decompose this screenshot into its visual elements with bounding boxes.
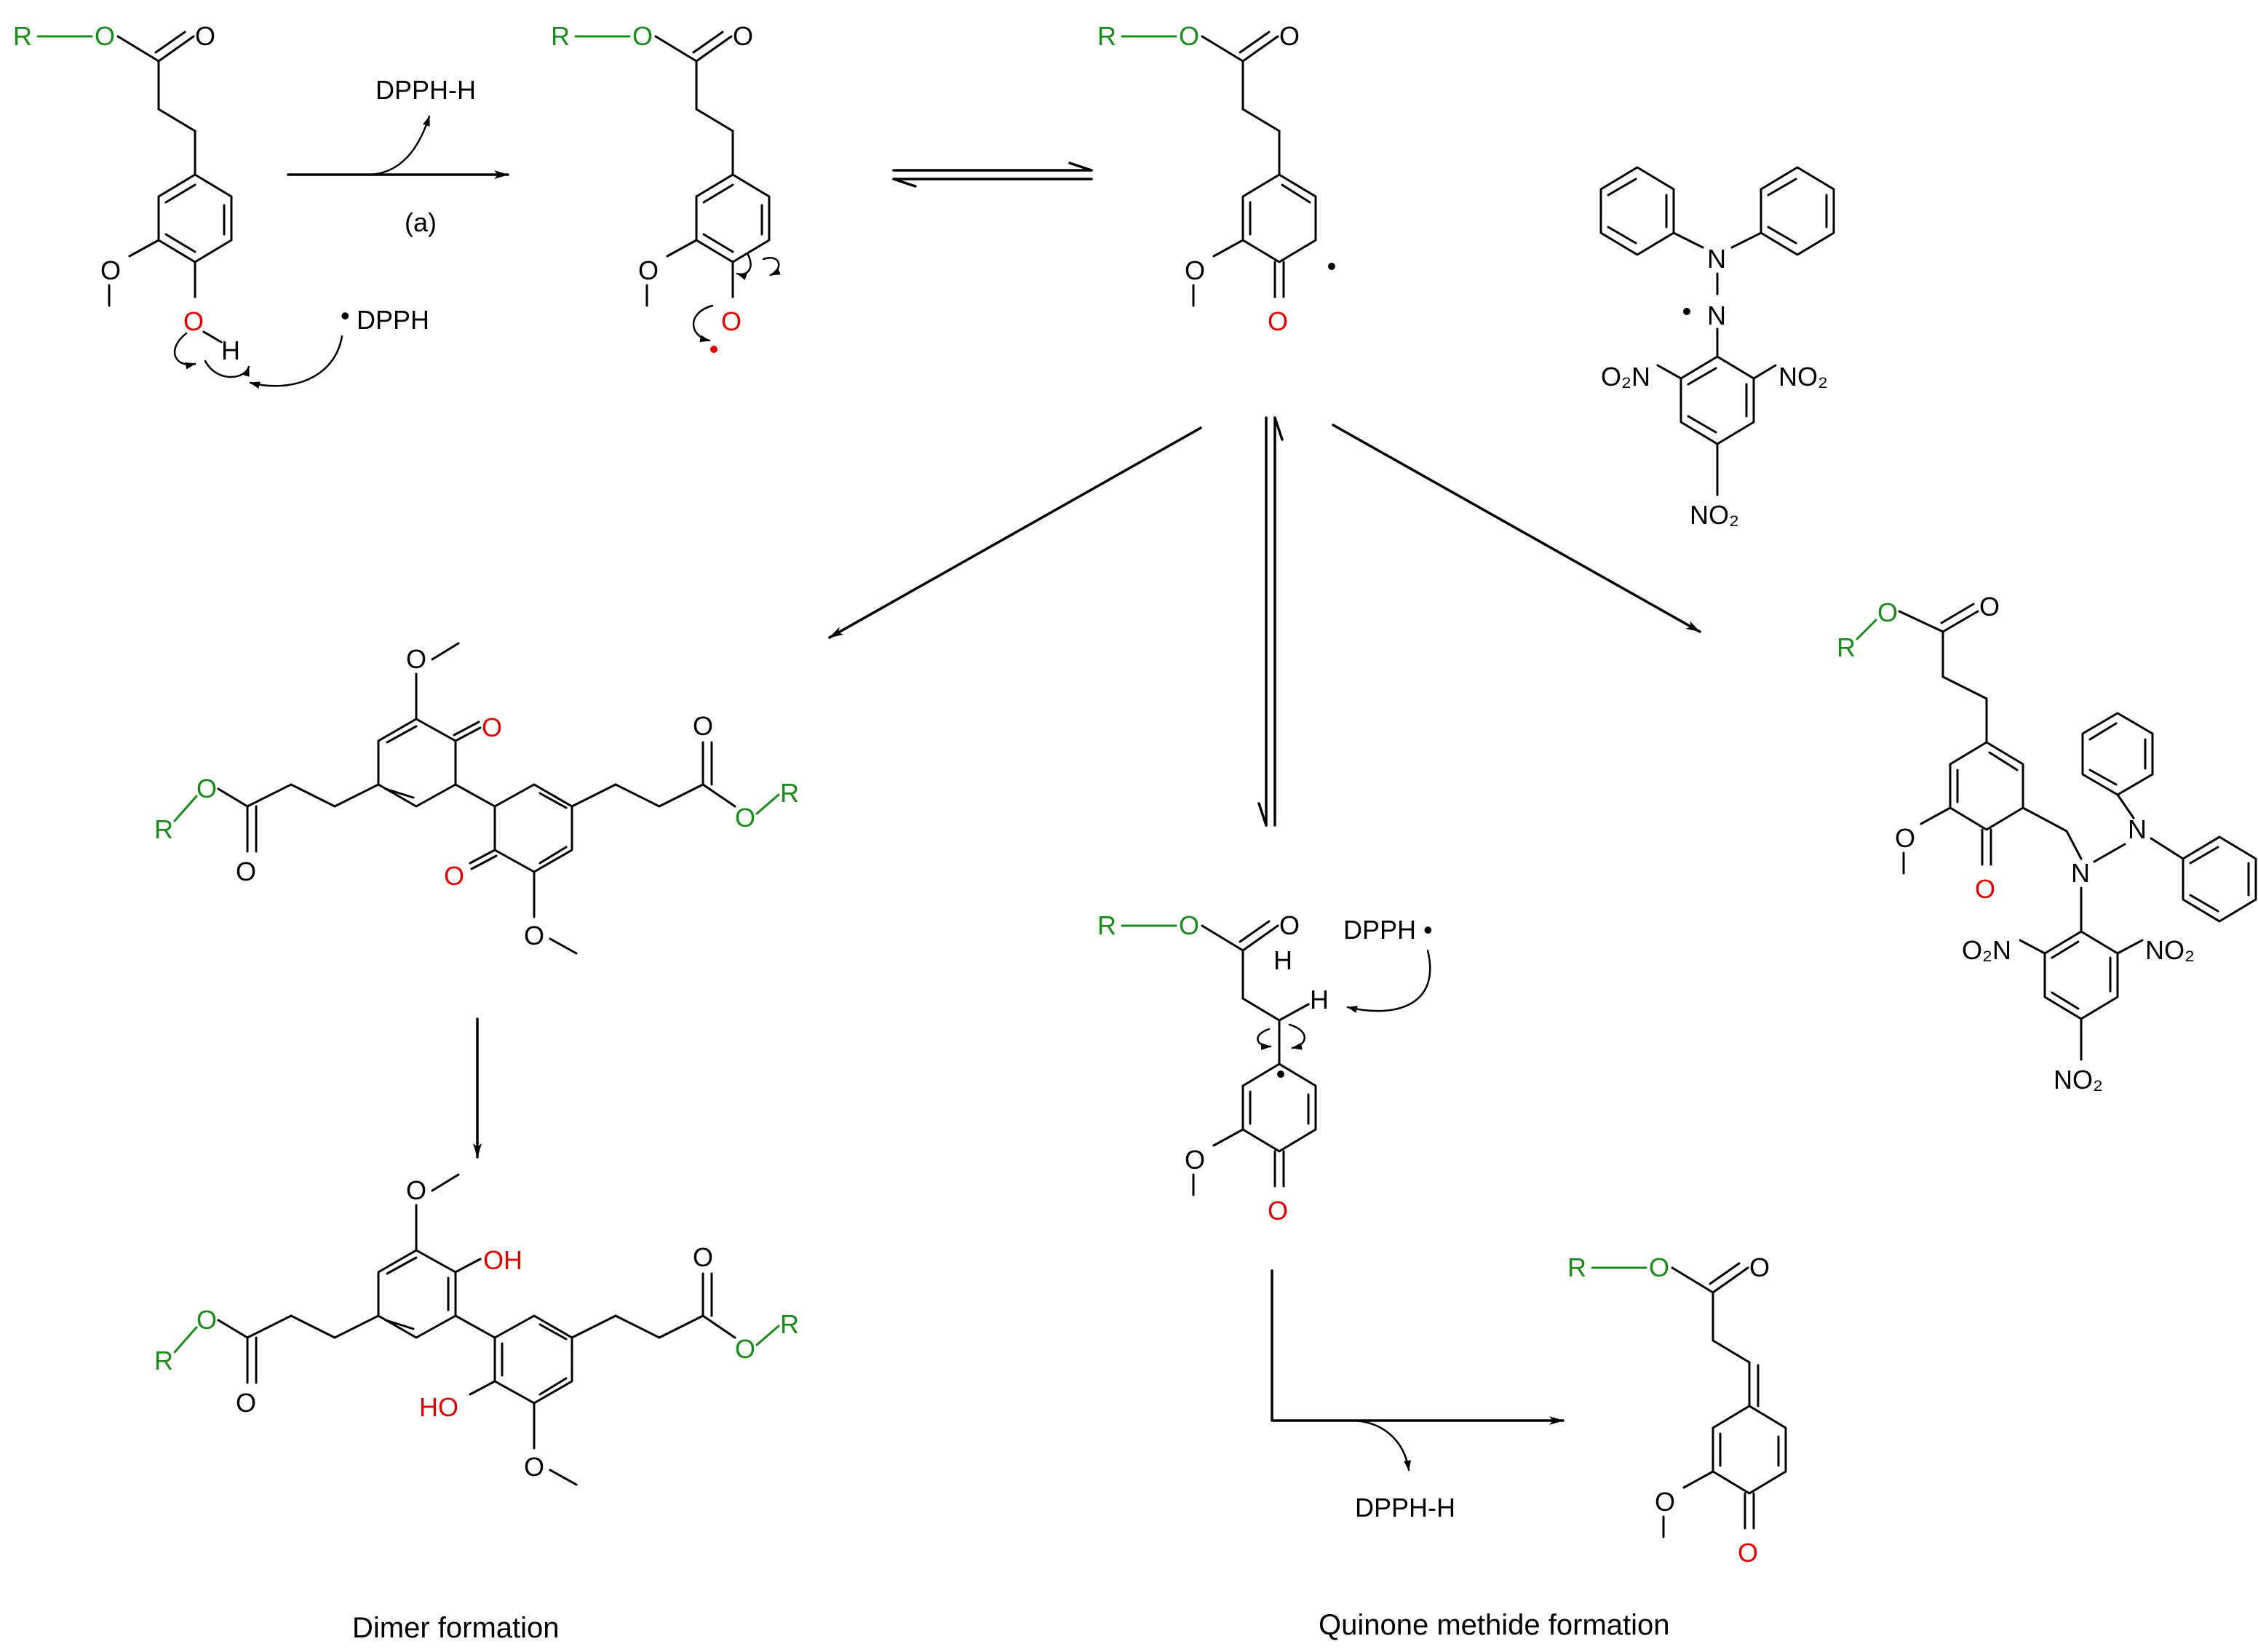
adduct-no2-right-label: NO₂ [2145, 935, 2195, 965]
carbonyl-oxygen-label-2: O [693, 1242, 713, 1272]
ester-oxygen-label: O [196, 774, 217, 803]
ester-oxygen-label: O [1877, 597, 1898, 627]
carbonyl-oxygen-label: O [236, 1388, 256, 1418]
quinone-methide-arrow [1271, 1269, 1565, 1472]
molecule-dpph-adduct: R O O O O N N [1837, 592, 2257, 1095]
dpph-n2-label: N [1707, 301, 1726, 330]
r-group-label: R [1837, 632, 1856, 662]
dpph-abstraction-arrow [1346, 949, 1431, 1013]
dpph-n1-label: N [1707, 244, 1726, 274]
adduct-n2-label: N [2128, 814, 2147, 844]
caption-dimer-formation: Dimer formation [352, 1612, 560, 1644]
step-a-label: (a) [405, 207, 437, 237]
carbonyl-oxygen-label: O [1279, 21, 1300, 51]
ketone-oxygen-label: O [1268, 306, 1288, 336]
molecule-carbon-radical: R O O O O [1097, 21, 1335, 336]
molecule-quinone-methide: R O O O O [1567, 1252, 1787, 1568]
dpph-attack-arrow [249, 335, 343, 389]
carbonyl-oxygen-label: O [236, 857, 256, 886]
carbonyl-oxygen-label: O [1749, 1252, 1770, 1282]
r-group-label-2: R [780, 1309, 799, 1339]
r-group-label: R [551, 21, 570, 51]
methoxy-oxygen-label: O [100, 255, 121, 285]
r-group-label: R [13, 21, 32, 51]
ester-oxygen-label: O [632, 21, 653, 51]
radical-oxygen-label: O [721, 306, 742, 336]
molecule-dimer-dienone: R O O O O O O O [154, 642, 799, 955]
methoxy-oxygen-label: O [1655, 1487, 1675, 1517]
pathway-arrow-adduct [1332, 424, 1701, 633]
equilibrium-arrow-top [892, 162, 1093, 188]
ester-oxygen-label-2: O [735, 1334, 755, 1364]
ester-oxygen-label: O [1179, 910, 1199, 940]
ester-oxygen-label: O [1649, 1252, 1669, 1282]
molecule-dimer-biphenol: R O O O OH HO O O O [154, 1173, 799, 1486]
dpph-radical-dot: • [341, 301, 350, 330]
ketone-oxygen-label: O [1268, 1196, 1288, 1226]
methoxy-oxygen-label-2: O [524, 921, 544, 950]
carbonyl-oxygen-label-2: O [693, 711, 713, 741]
dpph-h-label-bottom: DPPH-H [1355, 1493, 1455, 1522]
r-group-label: R [1567, 1252, 1586, 1282]
dpph-h-label-top: DPPH-H [375, 75, 476, 105]
carbonyl-oxygen-label: O [1279, 910, 1300, 940]
molecule-phenol-ester: R O O O O H [13, 21, 250, 378]
ketone-oxygen-label-2: O [444, 861, 464, 891]
methoxy-oxygen-label: O [638, 255, 659, 285]
methoxy-oxygen-label: O [1185, 255, 1205, 285]
benzylic-h1-label: H [1273, 945, 1292, 975]
phenol-hydrogen-label: H [221, 335, 240, 365]
caption-quinone-methide-formation: Quinone methide formation [1319, 1609, 1670, 1641]
ester-oxygen-label: O [95, 21, 115, 51]
dpph-no2-bottom-label: NO₂ [1690, 500, 1739, 530]
carbonyl-oxygen-label: O [733, 21, 753, 51]
ketone-oxygen-label: O [482, 712, 502, 742]
methoxy-oxygen-label-2: O [524, 1452, 544, 1482]
molecule-phenoxyl-radical: R O O O O [551, 21, 781, 353]
r-group-label: R [1097, 21, 1116, 51]
ketone-oxygen-label: O [1975, 874, 1995, 904]
pathway-arrow-dimer [828, 426, 1202, 639]
carbonyl-oxygen-label: O [1979, 592, 2000, 622]
dpph-h-curved-arrow [370, 115, 431, 176]
hydroxyl-label-2: HO [419, 1392, 458, 1422]
r-group-label-2: R [780, 778, 799, 808]
dpph-label-top: DPPH [357, 305, 429, 335]
methoxy-oxygen-label: O [406, 644, 426, 674]
dpph-o2n-label: O₂N [1601, 362, 1650, 392]
dpph-no2-right-label: NO₂ [1778, 362, 1828, 392]
r-group-label: R [154, 1346, 173, 1375]
carbonyl-oxygen-label: O [195, 21, 215, 51]
methoxy-oxygen-label: O [1895, 823, 1915, 853]
r-group-label: R [1097, 910, 1116, 940]
equilibrium-arrow-vertical [1257, 416, 1284, 827]
ester-oxygen-label: O [196, 1305, 217, 1335]
phenol-oxygen-label: O [183, 306, 204, 336]
ester-oxygen-label: O [1179, 21, 1199, 51]
adduct-n1-label: N [2071, 858, 2090, 888]
adduct-no2-bottom-label: NO₂ [2054, 1065, 2103, 1095]
benzylic-h2-label: H [1310, 985, 1329, 1014]
dpph-radical-label: DPPH • [1343, 915, 1433, 945]
hydroxyl-label: OH [483, 1245, 522, 1275]
molecule-benzylic-radical: R O O H H O O [1097, 910, 1329, 1226]
ketone-oxygen-label: O [1738, 1538, 1758, 1568]
molecule-dpph-radical: N N O₂N NO₂ NO₂ [1599, 166, 1835, 530]
r-group-label: R [154, 814, 173, 844]
adduct-o2n-label: O₂N [1962, 935, 2011, 965]
ester-oxygen-label-2: O [735, 803, 755, 833]
methoxy-oxygen-label: O [1185, 1145, 1205, 1175]
methoxy-oxygen-label: O [406, 1175, 426, 1205]
